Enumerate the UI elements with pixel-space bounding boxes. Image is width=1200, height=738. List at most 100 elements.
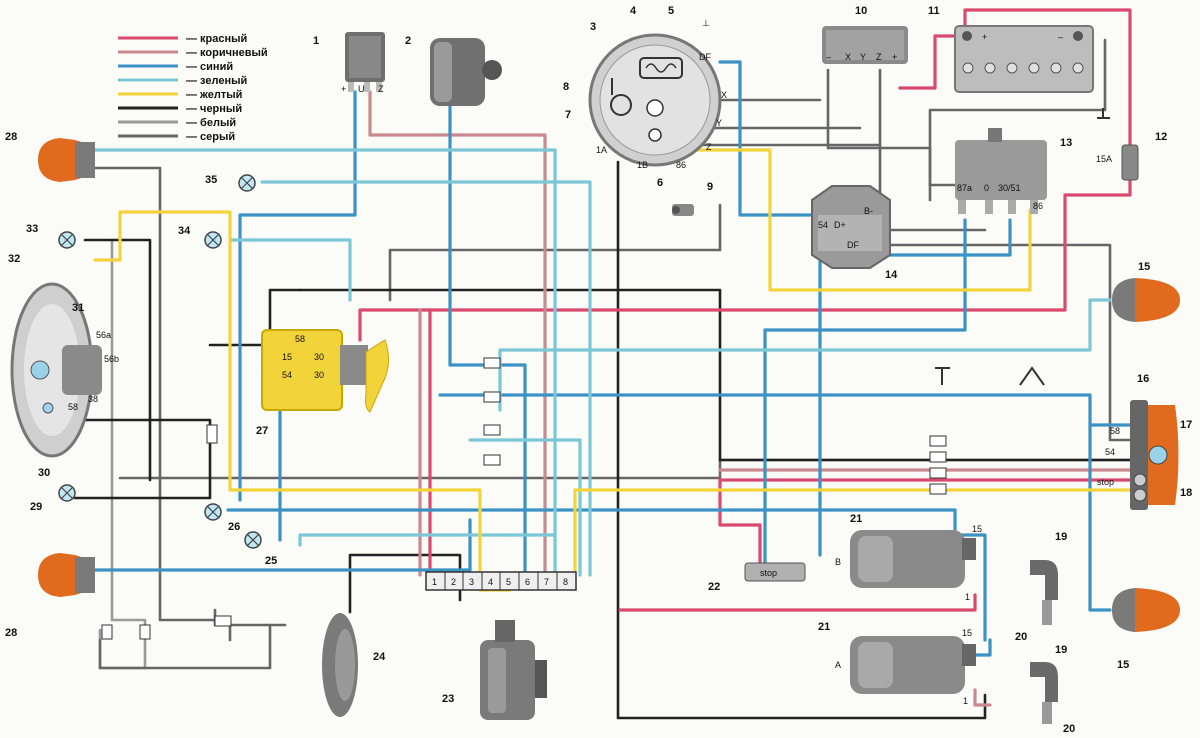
coil-a-terminal-1: 1 [963, 696, 968, 706]
relay-terminal-0: 0 [984, 183, 989, 193]
indicator-lamp-26 [204, 503, 222, 521]
headlight-terminal-38: 38 [88, 394, 98, 404]
callout-25: 25 [265, 555, 277, 567]
regulator-terminal-dplus: D+ [834, 220, 846, 230]
coil-a-terminal-15: 15 [962, 628, 972, 638]
headlight-terminal-56a: 56a [96, 330, 111, 340]
wire-black-harness-top [298, 288, 722, 462]
rr-terminal-z: Z [876, 52, 882, 62]
callout-29: 29 [30, 501, 42, 513]
wire-red-battery-to-fuse [963, 8, 1132, 147]
wire-red-battery-to-rr [898, 34, 967, 90]
gen-terminal-x: X [721, 90, 727, 100]
callout-27: 27 [256, 425, 268, 437]
regulator-unit-1 [345, 32, 385, 92]
wire-grey-tail-upper [858, 243, 1132, 442]
wire-blue-gen-df [718, 60, 812, 217]
callout-1: 1 [313, 35, 319, 47]
callout-24: 24 [373, 651, 386, 663]
gen-terminal-ground: ⊥ [702, 18, 710, 28]
block-terminal-3: 3 [469, 577, 474, 587]
headlight-terminal-58: 58 [68, 402, 78, 412]
wire-grey-battery-minus [928, 38, 1107, 202]
regulator-terminal-df: DF [847, 240, 859, 250]
wire-blue-coil-a [973, 638, 992, 657]
relay-terminal-86: 86 [1033, 201, 1043, 211]
reg-terminal-u: U [358, 84, 365, 94]
legend-text-black: — черный [186, 103, 242, 115]
block-terminal-2: 2 [451, 577, 456, 587]
wire-red-coil-b [618, 593, 977, 612]
callout-numbers: 1 2 3 4 5 6 7 8 9 10 11 12 13 14 15 15 1… [5, 5, 1192, 735]
ignition-switch-27 [261, 329, 389, 413]
legend: — красный — коричневый — синий — зеленый… [118, 33, 268, 143]
gen-terminal-z: Z [706, 142, 712, 152]
regulator-terminal-bminus: B- [864, 206, 873, 216]
ignition-terminal-30a: 30 [314, 352, 324, 362]
relay-terminal-87a: 87a [957, 183, 972, 193]
wire-blue-relay-86 [818, 218, 1012, 557]
gen-terminal-1b: 1B [637, 160, 648, 170]
wire-green-lamp-34 [228, 238, 352, 302]
callout-22: 22 [708, 581, 720, 593]
callout-28-lower: 28 [5, 627, 17, 639]
rr-terminal-y: Y [860, 52, 866, 62]
fuse-rating: 15A [1096, 154, 1112, 164]
generator-3 [588, 33, 722, 167]
wire-green-harness-mid [468, 438, 582, 577]
callout-15-lower: 15 [1117, 659, 1129, 671]
stop-switch-22 [744, 562, 806, 582]
block-terminal-8: 8 [563, 577, 568, 587]
callout-13: 13 [1060, 137, 1072, 149]
callout-35: 35 [205, 174, 217, 186]
wire-green-lamp-35 [260, 180, 592, 577]
indicator-lamp-34 [204, 231, 222, 249]
tail-light-16 [1130, 400, 1179, 510]
wire-blue-rear-turn-15 [1088, 423, 1112, 612]
callout-18: 18 [1180, 487, 1192, 499]
block-terminal-6: 6 [525, 577, 530, 587]
voltage-regulator-14 [811, 185, 891, 269]
callout-3: 3 [590, 21, 596, 33]
ignition-terminal-30b: 30 [314, 370, 324, 380]
callout-21-lower: 21 [818, 621, 830, 633]
legend-text-white: — белый [186, 117, 236, 129]
wire-blue-reg-to-harness [238, 90, 357, 502]
legend-text-blue: — синий [186, 61, 233, 73]
block-terminal-4: 4 [488, 577, 493, 587]
callout-11: 11 [928, 5, 940, 17]
wire-brown-coil-a [973, 688, 992, 707]
ignition-coil-21-b [850, 530, 976, 588]
legend-text-yellow: — желтый [186, 89, 242, 101]
legend-text-green: — зеленый [186, 75, 247, 87]
stop-switch-label: stop [760, 568, 777, 578]
callout-19-lower: 19 [1055, 644, 1067, 656]
coil-b-terminal-1: 1 [965, 592, 970, 602]
callout-6: 6 [657, 177, 663, 189]
callout-5: 5 [668, 5, 674, 17]
legend-text-grey: — серый [186, 131, 235, 143]
sensor-9 [672, 204, 694, 216]
indicator-lamp-33 [58, 231, 76, 249]
wire-green-turn-front [93, 148, 557, 577]
battery-minus: – [1058, 32, 1063, 42]
relay-terminal-3051: 30/51 [998, 183, 1021, 193]
callout-32: 32 [8, 253, 20, 265]
tail-terminal-58: 58 [1110, 426, 1120, 436]
wire-black-lamp-33 [83, 238, 152, 482]
legend-text-red: — красный [186, 33, 247, 45]
rr-terminal-x: X [845, 52, 851, 62]
callout-4: 4 [630, 5, 637, 17]
legend-text-brown: — коричневый [186, 47, 268, 59]
coil-a-letter: A [835, 660, 841, 670]
wire-white-left-trunk [98, 238, 147, 670]
coil-b-letter: B [835, 557, 841, 567]
tail-terminal-stop: stop [1097, 477, 1114, 487]
wires [73, 8, 1132, 720]
rr-terminal-plus: + [892, 52, 897, 62]
callout-26: 26 [228, 521, 240, 533]
battery-plus: + [982, 32, 987, 42]
wire-yellow-gen-to-relay [688, 148, 1032, 292]
reg-terminal-plus: + [341, 84, 346, 94]
horn-24 [322, 613, 358, 717]
